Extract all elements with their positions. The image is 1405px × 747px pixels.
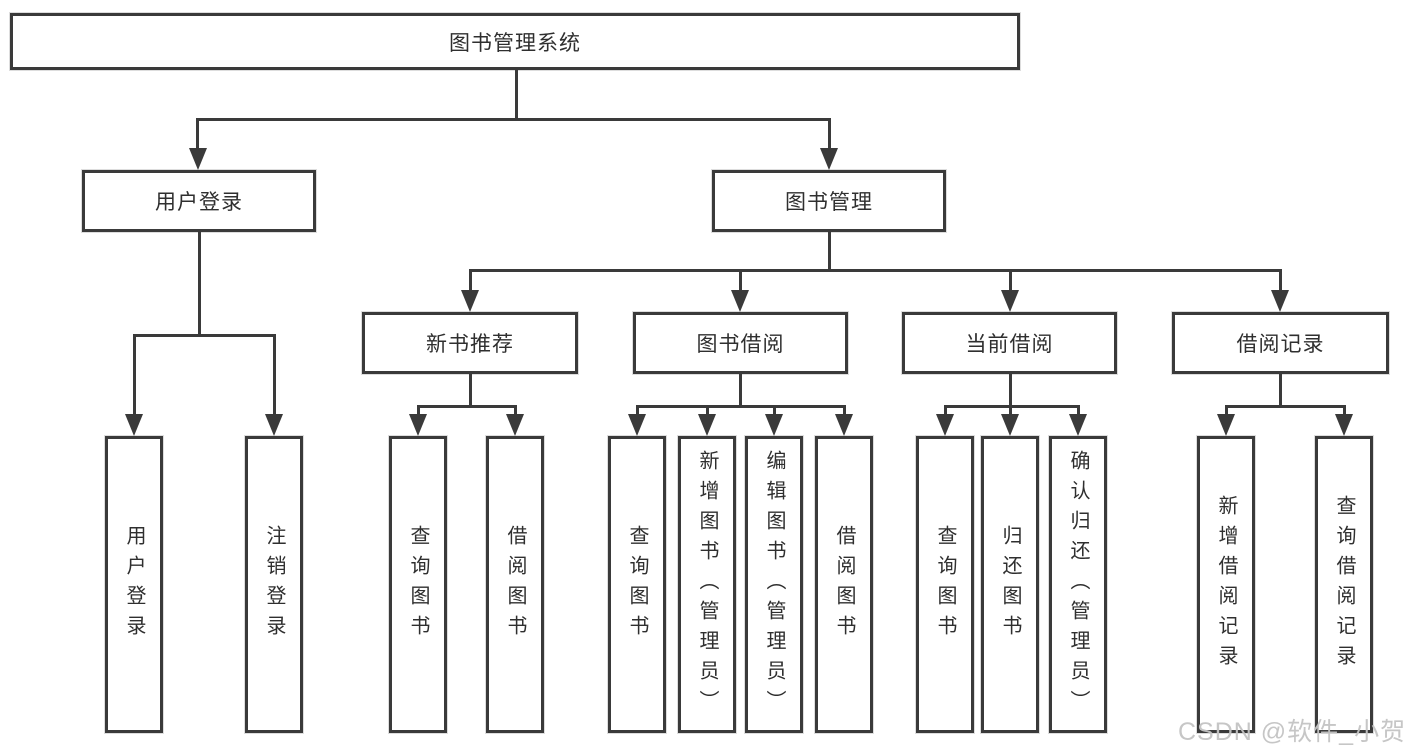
connector-borrow-rail [636,405,846,408]
arrow-down-icon [698,414,716,436]
connector-root-stem [515,70,518,121]
connector-current-drop-3 [1077,405,1080,415]
node-label: 图书管理系统 [449,31,581,55]
leaf-query-books-borrow: 查询图书 [608,436,666,733]
arrow-down-icon [820,148,838,170]
leaf-label: 确认归还（管理员） [1067,449,1089,720]
connector-bookmgmt-drop-1 [469,269,472,292]
connector-newbook-drop-2 [514,405,517,415]
connector-bookmgmt-drop-2 [739,269,742,292]
arrow-down-icon [1271,290,1289,312]
arrow-down-icon [936,414,954,436]
connector-current-drop-1 [944,405,947,415]
leaf-label: 查询图书 [626,524,648,645]
connector-root-drop-left [196,118,199,150]
node-label: 用户登录 [155,191,243,214]
connector-records-stem [1279,374,1282,407]
connector-bookmgmt-drop-3 [1009,269,1012,292]
connector-bookmgmt-stem [828,232,831,272]
arrow-down-icon [461,290,479,312]
connector-userlogin-drop-1 [133,334,136,416]
connector-newbook-rail [417,405,517,408]
connector-borrow-stem [739,374,742,407]
connector-borrow-drop-4 [843,405,846,415]
arrow-down-icon [1335,414,1353,436]
arrow-down-icon [628,414,646,436]
leaf-label: 借阅图书 [833,524,855,645]
node-label: 当前借阅 [965,333,1054,356]
arrow-down-icon [265,414,283,436]
leaf-borrow-books: 借阅图书 [815,436,873,733]
csdn-watermark: CSDN @软件_小贺同学 [1178,718,1405,746]
leaf-user-login: 用户登录 [105,436,163,733]
arrow-down-icon [1001,414,1019,436]
node-book-management: 图书管理 [712,170,946,232]
connector-current-rail [944,405,1080,408]
leaf-query-books-current: 查询图书 [916,436,974,733]
node-user-login: 用户登录 [82,170,316,232]
connector-bookmgmt-rail [469,269,1282,272]
connector-root-drop-right [828,118,831,150]
node-label: 借阅记录 [1236,333,1325,356]
leaf-label: 归还图书 [999,524,1021,645]
connector-userlogin-stem [198,232,201,336]
leaf-add-borrow-record: 新增借阅记录 [1197,436,1255,733]
connector-borrow-drop-3 [773,405,776,415]
arrow-down-icon [1217,414,1235,436]
leaf-borrow-books-newrec: 借阅图书 [486,436,544,733]
connector-records-drop-2 [1343,405,1346,415]
arrow-down-icon [409,414,427,436]
leaf-add-books-admin: 新增图书（管理员） [678,436,736,733]
connector-userlogin-rail [133,334,275,337]
arrow-down-icon [125,414,143,436]
connector-root-rail [197,118,831,121]
leaf-query-borrow-record: 查询借阅记录 [1315,436,1373,733]
arrow-down-icon [1069,414,1087,436]
node-current-borrowing: 当前借阅 [902,312,1117,374]
leaf-label: 新增图书（管理员） [696,449,718,720]
leaf-label: 查询借阅记录 [1333,494,1355,675]
connector-userlogin-drop-2 [273,334,276,416]
leaf-label: 借阅图书 [504,524,526,645]
leaf-label: 查询图书 [407,524,429,645]
node-label: 图书借阅 [696,333,785,356]
arrow-down-icon [765,414,783,436]
leaf-label: 注销登录 [263,524,285,645]
arrow-down-icon [731,290,749,312]
connector-borrow-drop-1 [636,405,639,415]
node-new-book-recommendation: 新书推荐 [362,312,578,374]
node-label: 新书推荐 [426,333,514,356]
arrow-down-icon [1001,290,1019,312]
leaf-confirm-return-admin: 确认归还（管理员） [1049,436,1107,733]
connector-bookmgmt-drop-4 [1279,269,1282,292]
leaf-edit-books-admin: 编辑图书（管理员） [745,436,803,733]
connector-records-drop-1 [1225,405,1228,415]
connector-records-rail [1225,405,1345,408]
arrow-down-icon [189,148,207,170]
connector-borrow-drop-2 [706,405,709,415]
arrow-down-icon [506,414,524,436]
leaf-label: 用户登录 [123,524,145,645]
connector-newbook-drop-1 [417,405,420,415]
node-label: 图书管理 [785,191,873,214]
connector-current-stem [1009,374,1012,407]
node-book-borrowing: 图书借阅 [633,312,848,374]
connector-current-drop-2 [1009,405,1012,415]
leaf-label: 编辑图书（管理员） [763,449,785,720]
leaf-logout: 注销登录 [245,436,303,733]
node-borrowing-records: 借阅记录 [1172,312,1389,374]
leaf-query-books-newrec: 查询图书 [389,436,447,733]
node-library-management-system: 图书管理系统 [10,13,1020,70]
leaf-return-books: 归还图书 [981,436,1039,733]
leaf-label: 新增借阅记录 [1215,494,1237,675]
leaf-label: 查询图书 [934,524,956,645]
connector-newbook-stem [469,374,472,407]
arrow-down-icon [835,414,853,436]
